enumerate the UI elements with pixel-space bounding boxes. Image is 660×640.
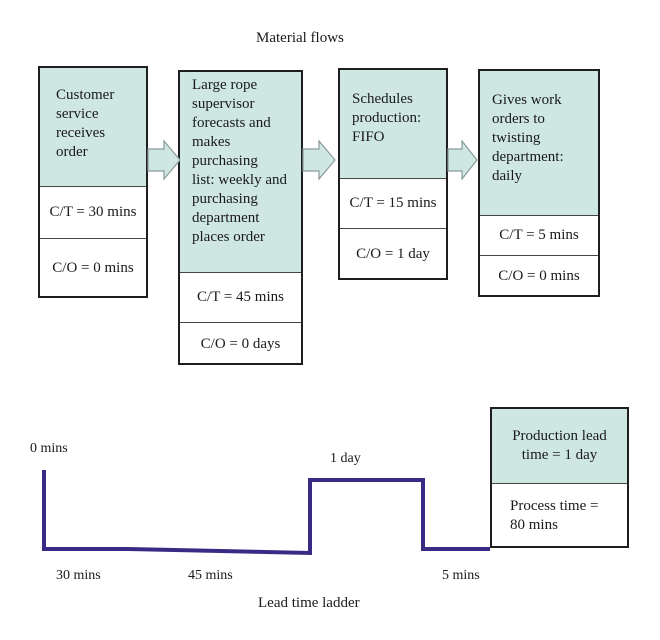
process-text-line: daily — [492, 168, 522, 184]
process-text-line: makes — [192, 134, 231, 150]
process-description: Large rope supervisor forecasts and make… — [180, 72, 301, 272]
process-text-line: orders to — [492, 111, 545, 127]
flow-arrow-icon — [147, 139, 181, 181]
ladder-top-label: 1 day — [330, 451, 361, 466]
changeover-cell: C/O = 0 mins — [40, 238, 146, 298]
process-text-line: forecasts and — [192, 115, 271, 131]
cycle-time-cell: C/T = 15 mins — [340, 178, 446, 228]
production-lead-time: Production lead time = 1 day — [492, 409, 627, 483]
process-text-line: department: — [492, 149, 564, 165]
process-box-schedules-production: Schedules production: FIFO C/T = 15 mins… — [338, 68, 448, 280]
summary-text-line: Process time = — [510, 498, 599, 514]
lead-time-summary-box: Production lead time = 1 day Process tim… — [490, 407, 629, 548]
changeover-cell: C/O = 0 days — [180, 322, 301, 365]
process-text-line: places order — [192, 229, 265, 245]
lead-time-ladder-line — [42, 470, 490, 556]
process-text-line: Gives work — [492, 92, 562, 108]
process-description: Gives work orders to twisting department… — [480, 71, 598, 215]
process-text-line: purchasing — [192, 191, 258, 207]
material-flows-title: Material flows — [256, 30, 344, 46]
cycle-time-cell: C/T = 5 mins — [480, 215, 598, 255]
process-text-line: order — [56, 144, 88, 160]
process-box-gives-work-orders: Gives work orders to twisting department… — [478, 69, 600, 297]
changeover-cell: C/O = 0 mins — [480, 255, 598, 297]
lead-time-ladder-title: Lead time ladder — [258, 595, 360, 611]
process-text-line: twisting — [492, 130, 541, 146]
process-description: Schedules production: FIFO — [340, 70, 446, 178]
summary-text-line: Production lead — [512, 428, 607, 444]
cycle-time-cell: C/T = 30 mins — [40, 186, 146, 238]
ladder-start-label: 0 mins — [30, 441, 68, 456]
process-text-line: department — [192, 210, 260, 226]
process-text-line: Schedules — [352, 91, 413, 107]
process-time-cell: Process time = 80 mins — [492, 483, 627, 548]
process-text-line: Large rope — [192, 77, 258, 93]
flow-arrow-icon — [447, 139, 478, 181]
process-text-line: service — [56, 106, 99, 122]
ladder-bottom-label: 45 mins — [188, 568, 233, 583]
flow-arrow-icon — [302, 139, 336, 181]
summary-text-line: 80 mins — [510, 517, 558, 533]
ladder-bottom-label: 5 mins — [442, 568, 480, 583]
process-box-large-rope-supervisor: Large rope supervisor forecasts and make… — [178, 70, 303, 365]
summary-text-line: time = 1 day — [521, 447, 598, 463]
process-text-line: purchasing — [192, 153, 258, 169]
changeover-cell: C/O = 1 day — [340, 228, 446, 280]
ladder-bottom-label: 30 mins — [56, 568, 101, 583]
cycle-time-cell: C/T = 45 mins — [180, 272, 301, 322]
process-description: Customer service receives order — [40, 68, 146, 186]
process-text-line: FIFO — [352, 129, 385, 145]
process-text-line: supervisor — [192, 96, 255, 112]
process-text-line: production: — [352, 110, 422, 126]
process-box-customer-service: Customer service receives order C/T = 30… — [38, 66, 148, 298]
process-text-line: list: weekly and — [192, 172, 287, 188]
process-text-line: Customer — [56, 87, 115, 103]
process-text-line: receives — [56, 125, 106, 141]
